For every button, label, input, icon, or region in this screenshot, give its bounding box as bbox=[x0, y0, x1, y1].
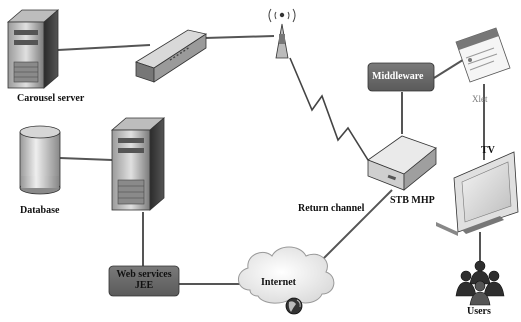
users-icon bbox=[455, 260, 505, 306]
stb-label: STB MHP bbox=[390, 195, 435, 206]
return-channel-label: Return channel bbox=[298, 203, 365, 214]
web-services-label-line1: Web services bbox=[116, 269, 172, 280]
users-label: Users bbox=[467, 306, 491, 317]
lightning-bolt-icon bbox=[289, 57, 369, 161]
link-database-server bbox=[59, 157, 113, 161]
database-label: Database bbox=[20, 205, 60, 216]
link-carousel-transmitter bbox=[57, 44, 151, 51]
app-server-icon bbox=[110, 117, 166, 211]
link-middleware-xlet bbox=[433, 57, 467, 79]
document-icon bbox=[455, 27, 511, 83]
carousel-server-label: Carousel server bbox=[17, 93, 85, 104]
globe-icon bbox=[285, 297, 303, 315]
antenna-icon bbox=[268, 8, 296, 59]
xlet-label: Xlet bbox=[472, 94, 488, 104]
carousel-server-icon bbox=[6, 9, 60, 89]
cloud-icon bbox=[238, 246, 335, 304]
web-services-label: Web services JEE bbox=[109, 269, 179, 291]
link-transmitter-antenna bbox=[204, 35, 275, 39]
internet-label: Internet bbox=[261, 277, 296, 288]
web-services-label-line2: JEE bbox=[134, 280, 154, 291]
transmitter-icon bbox=[135, 29, 208, 83]
set-top-box-icon bbox=[367, 135, 437, 191]
database-icon bbox=[19, 125, 61, 195]
middleware-label: Middleware bbox=[372, 71, 424, 82]
link-internet-stb bbox=[319, 189, 393, 263]
web-services-box bbox=[108, 265, 180, 297]
middleware-box bbox=[367, 62, 435, 92]
tv-icon bbox=[436, 151, 519, 236]
connections bbox=[57, 35, 485, 285]
tv-label: TV bbox=[481, 145, 495, 156]
